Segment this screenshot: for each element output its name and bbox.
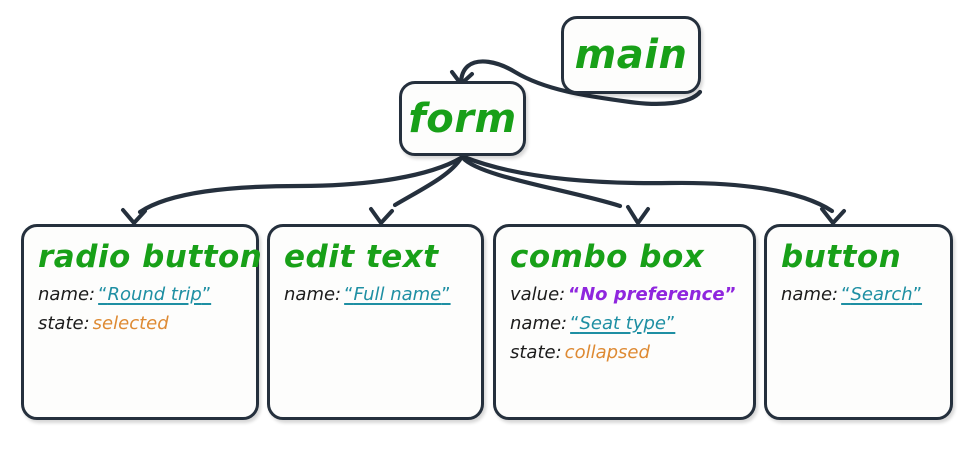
property-value: Seat type [579, 313, 666, 335]
node-role-label: combo box [510, 239, 705, 275]
node-form-label: form [408, 95, 517, 142]
quote-close: ” [201, 283, 212, 305]
edge-form-to-button [461, 154, 835, 214]
edge-form-to-radio [137, 155, 464, 215]
property-value: selected [92, 313, 169, 335]
edge-form-to-combo-arrowhead [626, 205, 650, 225]
property-value: collapsed [564, 342, 650, 364]
property-state: state:collapsed [510, 338, 739, 367]
quote-close: ” [912, 283, 923, 305]
node-radio-button[interactable]: radio button name:“Round trip” state:sel… [21, 224, 263, 420]
node-role-label: button [781, 239, 902, 275]
edge-form-to-combo [460, 155, 623, 209]
property-state: state:selected [38, 309, 242, 338]
node-role-label: edit text [284, 239, 439, 275]
node-role-label: radio button [38, 239, 263, 275]
quote-close: ” [724, 283, 737, 305]
node-main[interactable]: main [561, 16, 701, 94]
property-key: name: [781, 283, 839, 305]
property-key: name: [510, 313, 568, 335]
property-key: name: [38, 283, 96, 305]
quote-open: “ [98, 283, 108, 305]
property-value-row: value:“No preference” [510, 280, 739, 309]
node-button[interactable]: button name:“Search” [764, 224, 953, 420]
edge-form-to-radio-arrowhead [121, 208, 147, 225]
edge-form-to-button-arrowhead [820, 207, 846, 225]
node-edit-text[interactable]: edit text name:“Full name” [267, 224, 484, 420]
edge-form-to-edit-arrowhead [369, 207, 394, 225]
property-key: value: [510, 283, 566, 305]
property-value: No preference [580, 283, 725, 305]
property-name: name:“Seat type” [510, 309, 739, 338]
property-value: Full name [353, 283, 442, 305]
property-name: name:“Round trip” [38, 280, 242, 309]
quote-open: “ [568, 283, 581, 305]
quote-open: “ [570, 313, 580, 335]
property-key: state: [38, 313, 90, 335]
property-key: name: [284, 283, 342, 305]
edge-form-to-edit [392, 155, 464, 208]
quote-open: “ [841, 283, 851, 305]
property-name: name:“Search” [781, 280, 936, 309]
quote-open: “ [344, 283, 354, 305]
node-combo-box[interactable]: combo box value:“No preference” name:“Se… [493, 224, 756, 420]
quote-close: ” [441, 283, 451, 305]
property-value: Search [850, 283, 913, 305]
quote-close: ” [665, 313, 676, 335]
property-name: name:“Full name” [284, 280, 467, 309]
property-key: state: [510, 342, 562, 364]
node-main-label: main [574, 32, 688, 78]
property-value: Round trip [107, 283, 202, 305]
node-form[interactable]: form [399, 81, 526, 156]
